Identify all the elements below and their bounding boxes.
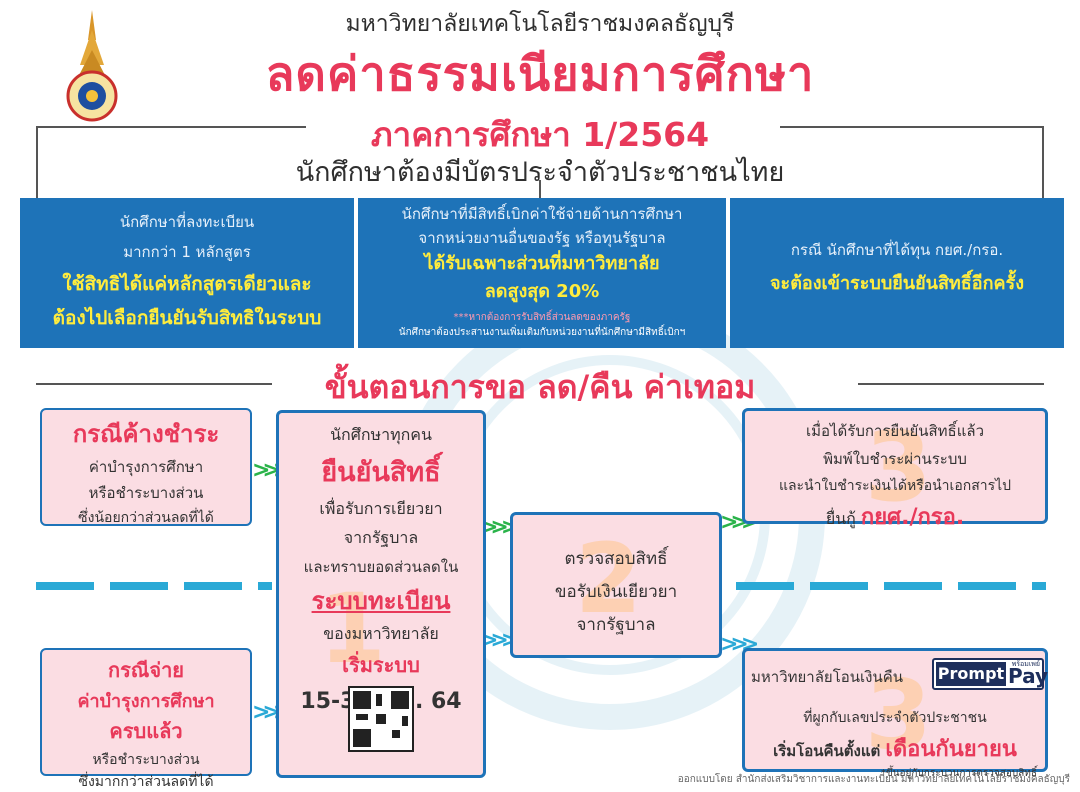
condition-text: กรณี นักศึกษาที่ได้ทุน กยศ./กรอ.	[790, 241, 1004, 259]
step3a-text: พิมพ์ใบชำระผ่านระบบ	[823, 450, 967, 468]
step3b-text: ที่ผูกกับเลขประจำตัวประชาชน	[803, 710, 987, 726]
promptpay-small: พร้อมเพย์	[1011, 660, 1040, 668]
step-number: 3	[865, 411, 932, 523]
case-paid-box: กรณีจ่าย ค่าบำรุงการศึกษา ครบแล้ว หรือชำ…	[40, 648, 252, 790]
step3b-month: เดือนกันยายน	[885, 737, 1017, 762]
university-logo	[66, 10, 118, 122]
condition-highlight: ได้รับเฉพาะส่วนที่มหาวิทยาลัย	[424, 253, 660, 274]
step2-text: ตรวจสอบสิทธิ์	[564, 549, 668, 569]
university-name: มหาวิทยาลัยเทคโนโลยีราชมงคลธัญบุรี	[345, 11, 735, 37]
bracket-right-side	[1042, 126, 1044, 198]
steps-title-line-right	[858, 383, 1044, 385]
step-number: 2	[575, 523, 642, 635]
step1-text: ของมหาวิทยาลัย	[323, 624, 439, 643]
condition-text: นักศึกษาที่ลงทะเบียน	[119, 213, 255, 231]
step1-text: นักศึกษาทุกคน	[330, 425, 432, 444]
bracket-right-top	[780, 126, 1044, 128]
condition-highlight: ต้องไปเลือกยืนยันรับสิทธิในระบบ	[52, 307, 322, 329]
condition-highlight: จะต้องเข้าระบบยืนยันสิทธิ์อีกครั้ง	[769, 273, 1024, 294]
condition-highlight: ใช้สิทธิได้แค่หลักสูตรเดียวและ	[62, 273, 312, 295]
step3a-loan: กยศ./กรอ.	[860, 505, 965, 530]
case-unpaid-text: ซึ่งน้อยกว่าส่วนลดที่ได้	[78, 510, 214, 526]
case-paid-text: ซึ่งมากกว่าส่วนลดที่ได้	[78, 774, 214, 790]
case-unpaid-title: กรณีค้างชำระ	[72, 420, 220, 448]
case-paid-text: หรือชำระบางส่วน	[92, 752, 200, 768]
condition-text: จากหน่วยงานอื่นของรัฐ หรือทุนรัฐบาล	[418, 229, 666, 247]
step3b-text: เริ่มโอนคืนตั้งแต่	[773, 742, 881, 760]
condition-box-multi-program: นักศึกษาที่ลงทะเบียน มากกว่า 1 หลักสูตร …	[20, 198, 354, 348]
step3b-text: มหาวิทยาลัยโอนเงินคืน	[751, 668, 904, 686]
term-label: ภาคการศึกษา 1/2564	[370, 115, 710, 154]
condition-note: นักศึกษาต้องประสานงานเพิ่มเติมกับหน่วยงา…	[398, 327, 686, 338]
promptpay-logo: Prompt Pay พร้อมเพย์	[932, 658, 1048, 690]
divider-dash	[184, 582, 242, 590]
step2-box: 2 ตรวจสอบสิทธิ์ ขอรับเงินเยียวยา จากรัฐบ…	[510, 512, 722, 658]
divider-dash	[884, 582, 942, 590]
footer-credit: ออกแบบโดย สำนักส่งเสริมวิชาการและงานทะเบ…	[677, 774, 1070, 785]
condition-text: นักศึกษาที่มีสิทธิ์เบิกค่าใช้จ่ายด้านการ…	[401, 205, 683, 223]
bracket-center-tick	[539, 180, 541, 198]
case-paid-title: กรณีจ่าย	[107, 658, 185, 682]
divider-dash	[810, 582, 868, 590]
divider-dash	[1032, 582, 1046, 590]
step1-text: จากรัฐบาล	[343, 528, 419, 547]
page-title: ลดค่าธรรมเนียมการศึกษา	[265, 47, 815, 102]
step1-start: เริ่มระบบ	[342, 653, 420, 677]
step2-text: จากรัฐบาล	[576, 615, 656, 635]
step3a-text: และนำใบชำระเงินได้หรือนำเอกสารไป	[778, 478, 1012, 494]
step3a-text: เมื่อได้รับการยืนยันสิทธิ์แล้ว	[805, 422, 984, 440]
divider-dash	[36, 582, 94, 590]
step1-headline: ยืนยันสิทธิ์	[321, 457, 441, 488]
case-unpaid-box: กรณีค้างชำระ ค่าบำรุงการศึกษา หรือชำระบา…	[40, 408, 252, 526]
case-paid-title: ครบแล้ว	[109, 719, 183, 743]
promptpay-box-text: Prompt	[936, 662, 1006, 686]
condition-box-gov-funding: นักศึกษาที่มีสิทธิ์เบิกค่าใช้จ่ายด้านการ…	[358, 198, 726, 348]
condition-note: ***หากต้องการรับสิทธิ์ส่วนลดของภาครัฐ	[453, 312, 631, 323]
steps-title-line-left	[36, 383, 272, 385]
step1-system: ระบบทะเบียน	[311, 587, 451, 615]
qr-code[interactable]	[348, 686, 414, 752]
steps-title: ขั้นตอนการขอ ลด/คืน ค่าเทอม	[324, 368, 756, 406]
divider-dash	[258, 582, 272, 590]
promptpay-word: Pay	[1008, 664, 1049, 688]
step2-text: ขอรับเงินเยียวยา	[554, 582, 678, 602]
step-number: 3	[865, 659, 932, 771]
divider-dash	[110, 582, 168, 590]
condition-text: มากกว่า 1 หลักสูตร	[123, 243, 251, 261]
divider-dash	[736, 582, 794, 590]
condition-box-student-loan: กรณี นักศึกษาที่ได้ทุน กยศ./กรอ. จะต้องเ…	[730, 198, 1064, 348]
step1-text: และทราบยอดส่วนลดใน	[303, 558, 459, 576]
divider-dash	[958, 582, 1016, 590]
case-paid-title: ค่าบำรุงการศึกษา	[77, 691, 215, 712]
case-unpaid-text: ค่าบำรุงการศึกษา	[88, 458, 204, 476]
step-number: 1	[319, 573, 386, 685]
step3a-text: ยื่นกู้	[825, 509, 856, 528]
step3a-box: 3 เมื่อได้รับการยืนยันสิทธิ์แล้ว พิมพ์ใบ…	[742, 408, 1048, 530]
bracket-left-top	[36, 126, 306, 128]
condition-highlight: ลดสูงสุด 20%	[484, 281, 600, 302]
case-unpaid-text: หรือชำระบางส่วน	[88, 484, 204, 502]
step3b-note: *ขึ้นอยู่กับกระบวนการตรวจสอบสิทธิ์	[880, 768, 1037, 779]
bracket-left-side	[36, 126, 38, 198]
step3b-box: 3 มหาวิทยาลัยโอนเงินคืน ที่ผูกกับเลขประจ…	[742, 648, 1048, 779]
step1-text: เพื่อรับการเยียวยา	[319, 499, 443, 518]
